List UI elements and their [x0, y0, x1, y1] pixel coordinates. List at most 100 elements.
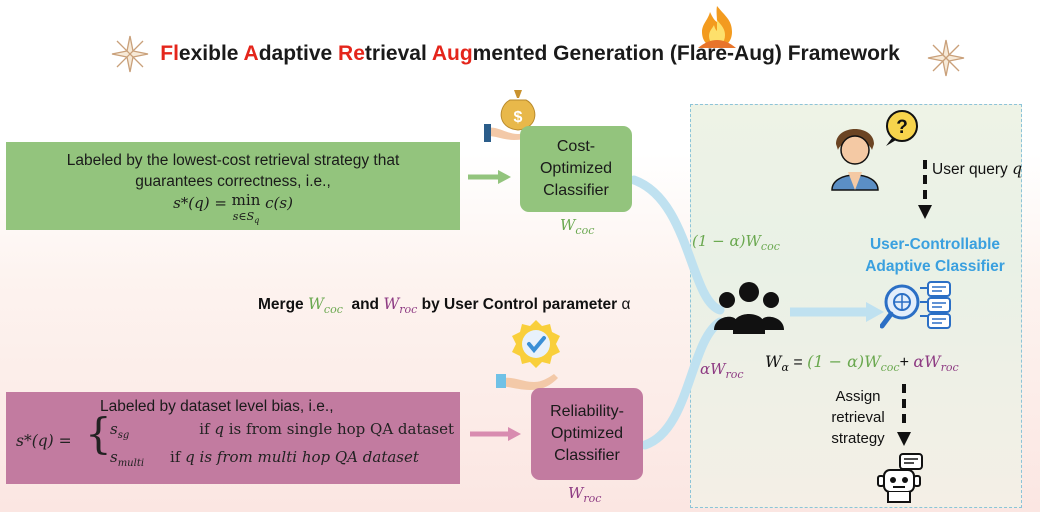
robot-icon — [877, 453, 923, 503]
svg-text:?: ? — [896, 117, 908, 138]
assign-line2: retrieval — [831, 409, 885, 426]
assign-strategy-label: Assign retrieval strategy — [818, 386, 898, 449]
merge-w1-sub: coc — [323, 303, 343, 317]
formula-lhs: s*(q) = — [173, 194, 232, 212]
case1-cond-var: q — [214, 420, 224, 438]
title-part: trieval — [364, 42, 432, 65]
min-sub-text: s∈S — [232, 210, 255, 223]
cost-label-band — [6, 142, 460, 230]
cost-label-text: Labeled by the lowest-cost retrieval str… — [20, 150, 446, 228]
roc-line2: Optimized — [550, 425, 623, 442]
title-part: Fl — [160, 42, 179, 65]
user-question-icon: ? — [831, 110, 918, 191]
title-part: A — [243, 42, 259, 65]
diagram-title: Flexible Adaptive Retrieval Augmented Ge… — [150, 42, 910, 66]
roc-weight-var: W — [568, 484, 584, 502]
bias-case-1: ssg if q is from single hop QA dataset — [110, 420, 454, 441]
search-list-icon — [880, 281, 951, 329]
case1-sub: sg — [117, 430, 130, 441]
lower-weight-sub: roc — [725, 368, 744, 381]
case1-cond-prefix: if — [199, 420, 215, 438]
assign-line3: strategy — [831, 430, 885, 447]
lower-flow-curve — [640, 317, 725, 450]
roc-weight-sub: roc — [583, 492, 602, 505]
title-part: daptive — [258, 42, 339, 65]
merge-prefix: Merge — [258, 296, 308, 313]
merge-w2-sub: roc — [399, 303, 418, 317]
coc-line2: Optimized — [539, 160, 613, 177]
user-query-text: User query — [932, 161, 1013, 178]
min-subsub-text: q — [254, 216, 260, 226]
case1-var: s — [110, 420, 118, 438]
magenta-arrowhead — [508, 427, 521, 441]
merge-instruction: Merge Wcoc and Wroc by User Control para… — [258, 295, 630, 316]
group-icon — [714, 282, 784, 334]
user-query-var: q — [1012, 160, 1023, 178]
cost-label-line1: Labeled by the lowest-cost retrieval str… — [66, 152, 400, 169]
fw-mid: (1 − α)W — [807, 352, 881, 371]
reliability-optimized-classifier: Reliability- Optimized Classifier — [531, 388, 643, 480]
upper-weight-label: (1 − α)Wcoc — [692, 232, 780, 253]
brace: { — [85, 409, 112, 458]
case1-cond-rest: is from single hop QA dataset — [223, 420, 455, 438]
coc-weight-var: W — [560, 216, 576, 234]
merge-and: and — [342, 296, 384, 313]
cost-label-line2: guarantees correctness, i.e., — [135, 173, 331, 190]
title-part: mented Generation (Flare-Aug) Framework — [472, 42, 900, 65]
merge-alpha: α — [621, 296, 631, 313]
flame-icon — [698, 6, 736, 48]
user-controllable-classifier-title: User-Controllable Adaptive Classifier — [845, 234, 1025, 278]
roc-line1: Reliability- — [550, 403, 624, 420]
bias-formula-lhs: s*(q) = — [16, 432, 72, 450]
assign-line1: Assign — [835, 388, 881, 405]
fw-lhs-sub: α — [781, 361, 789, 375]
coc-line3: Classifier — [543, 182, 609, 199]
coc-line1: Cost- — [556, 138, 596, 155]
sparkle-icon — [927, 39, 965, 77]
title-part: exible — [178, 42, 244, 65]
cost-optimized-classifier: Cost- Optimized Classifier — [520, 126, 632, 212]
min-text: min — [231, 191, 261, 209]
coc-weight-sub: coc — [575, 224, 595, 237]
lower-weight-text: αW — [700, 360, 726, 378]
title-part: Re — [338, 42, 365, 65]
merge-suffix: by User Control parameter — [417, 296, 622, 313]
merge-w2: W — [383, 295, 400, 313]
roc-weight-label: Wroc — [568, 484, 601, 505]
merged-weight-formula: Wα = (1 − α)Wcoc+ αWroc — [765, 352, 959, 374]
case2-sub: multi — [117, 458, 145, 469]
ucac-line2: Adaptive Classifier — [865, 258, 1005, 275]
green-arrowhead — [498, 170, 511, 184]
fw-rhs: αW — [913, 352, 941, 371]
coc-weight-label: Wcoc — [560, 216, 594, 237]
roc-box-text: Reliability- Optimized Classifier — [550, 401, 624, 467]
fw-lhs: W — [765, 352, 782, 371]
case2-var: s — [110, 448, 118, 466]
checkmark-badge-hand-icon — [496, 320, 560, 390]
roc-line3: Classifier — [554, 447, 620, 464]
fw-mid-sub: coc — [880, 361, 900, 375]
coc-box-text: Cost- Optimized Classifier — [540, 136, 612, 202]
title-part: Aug — [431, 42, 473, 65]
fw-plus: + — [899, 354, 914, 371]
query-arrowhead — [918, 205, 932, 219]
sparkle-icon — [111, 35, 149, 73]
case2-cond-prefix: if — [170, 448, 186, 466]
to-classifier-arrowhead — [866, 302, 884, 322]
formula-rhs: c(s) — [260, 194, 293, 212]
bias-label-line1: Labeled by dataset level bias, i.e., — [100, 398, 334, 415]
min-sub: s∈Sq — [232, 210, 260, 226]
assign-arrowhead — [897, 432, 911, 446]
upper-flow-curve — [629, 175, 725, 315]
merge-w1: W — [307, 295, 324, 313]
fw-eq: = — [788, 354, 808, 371]
svg-text:$: $ — [514, 109, 523, 126]
lower-weight-label: αWroc — [700, 360, 744, 381]
fw-rhs-sub: roc — [940, 361, 959, 375]
upper-weight-sub: coc — [760, 240, 780, 253]
bias-label-band — [6, 392, 460, 484]
